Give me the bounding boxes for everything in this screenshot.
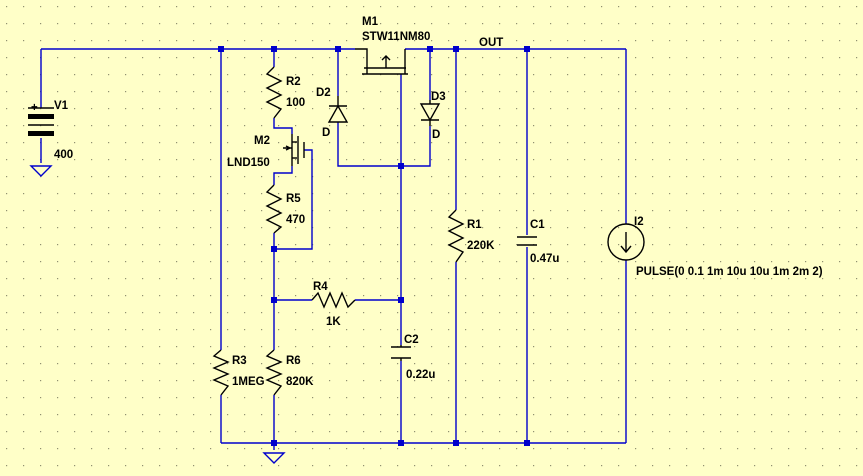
m2-mosfet[interactable]: M2 LND150 [227, 134, 305, 169]
battery-icon [28, 107, 54, 136]
d2-name: D2 [316, 87, 331, 99]
v1-value: 400 [54, 149, 73, 161]
r2-value: 100 [286, 97, 305, 109]
resistor-icon [265, 184, 283, 234]
wires [40, 48, 627, 450]
junction [271, 246, 277, 252]
wire-r2-m2 [273, 118, 293, 134]
junction [218, 46, 224, 52]
junction [335, 46, 341, 52]
capacitor-icon [391, 345, 411, 361]
i2-current-source[interactable]: I2 PULSE(0 0.1 1m 10u 10u 1m 2m 2) [607, 216, 823, 278]
r3-name: R3 [232, 355, 247, 367]
i2-value: PULSE(0 0.1 1m 10u 10u 1m 2m 2) [636, 266, 823, 278]
d3-diode[interactable]: D3 D [419, 91, 446, 141]
wire-m2-r5 [273, 166, 293, 185]
m1-value: STW11NM80 [362, 31, 430, 43]
v1-plus-sign: + [31, 102, 38, 114]
wire-d2-bottom [337, 122, 401, 167]
r6-value: 820K [286, 376, 314, 388]
r6-name: R6 [286, 355, 301, 367]
m2-value: LND150 [227, 157, 270, 169]
d2-value: D [322, 127, 330, 139]
r5-resistor[interactable]: R5 470 [265, 184, 305, 234]
mosfet-icon [355, 48, 408, 75]
c1-capacitor[interactable]: C1 0.47u [517, 219, 559, 265]
resistor-icon [311, 291, 356, 309]
junction [271, 46, 277, 52]
i2-name: I2 [634, 216, 644, 228]
c1-name: C1 [530, 219, 545, 231]
capacitor-icon [517, 236, 537, 246]
junction [524, 440, 530, 446]
junctions [218, 46, 530, 446]
c2-name: C2 [404, 334, 419, 346]
junction [398, 163, 404, 169]
current-source-icon [607, 223, 645, 261]
m1-mosfet[interactable]: M1 STW11NM80 [355, 16, 430, 75]
m1-name: M1 [362, 16, 379, 28]
r4-value: 1K [326, 316, 341, 328]
c2-value: 0.22u [406, 369, 435, 381]
c1-value: 0.47u [530, 253, 559, 265]
r1-value: 220K [467, 240, 495, 252]
diode-icon [327, 96, 349, 123]
junction [398, 297, 404, 303]
r2-name: R2 [286, 76, 301, 88]
d3-name: D3 [431, 91, 446, 103]
r3-resistor[interactable]: R3 1MEG [212, 349, 265, 396]
v1-battery[interactable]: + V1 400 [28, 100, 73, 161]
diode-icon [419, 100, 441, 126]
v1-name: V1 [54, 100, 69, 112]
r1-resistor[interactable]: R1 220K [447, 209, 495, 263]
resistor-icon [447, 209, 465, 263]
junction [524, 46, 530, 52]
d3-value: D [432, 129, 440, 141]
wire-m2-gate [274, 149, 313, 250]
ground-icon [29, 165, 53, 177]
resistor-icon [265, 349, 283, 396]
junction [453, 46, 459, 52]
r4-name: R4 [313, 281, 328, 293]
r6-resistor[interactable]: R6 820K [265, 349, 314, 396]
ground-icon [262, 452, 286, 464]
junction [271, 297, 277, 303]
r4-resistor[interactable]: R4 1K [311, 281, 356, 328]
r5-name: R5 [286, 193, 301, 205]
mosfet-icon [283, 134, 305, 166]
d2-diode[interactable]: D2 D [316, 87, 349, 139]
r5-value: 470 [286, 214, 305, 226]
resistor-icon [212, 349, 230, 396]
grid [6, 6, 858, 467]
junction [453, 440, 459, 446]
r1-name: R1 [467, 219, 482, 231]
net-label-out: OUT [479, 37, 503, 49]
junction [398, 440, 404, 446]
c2-capacitor[interactable]: C2 0.22u [391, 334, 435, 381]
r2-resistor[interactable]: R2 100 [265, 66, 305, 119]
resistor-icon [265, 66, 283, 119]
junction [271, 440, 277, 446]
junction [427, 46, 433, 52]
r3-value: 1MEG [232, 376, 265, 388]
wire-d3-bottom [401, 126, 431, 167]
m2-name: M2 [254, 135, 270, 147]
